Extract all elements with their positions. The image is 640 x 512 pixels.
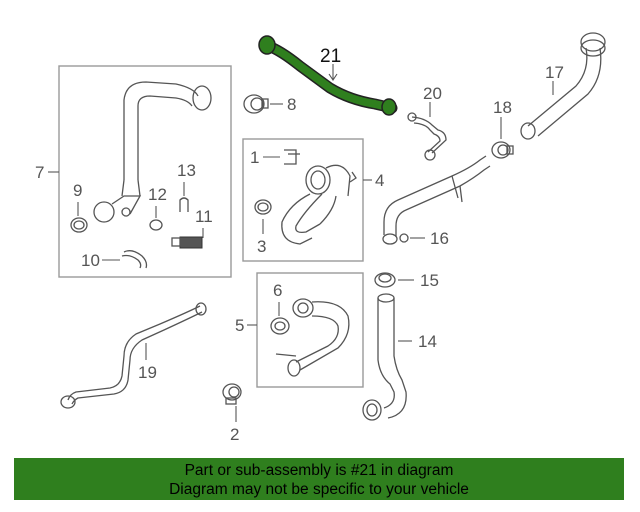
callout-7[interactable]: 7 <box>35 163 44 182</box>
part-17-hose[interactable] <box>520 32 606 140</box>
callout-21[interactable]: 21 <box>320 46 341 67</box>
part-10-hose-clip[interactable] <box>121 250 148 269</box>
group-box-5 <box>256 272 364 388</box>
part-21-hose[interactable] <box>258 35 398 116</box>
part-12-seal[interactable] <box>149 219 163 231</box>
info-banner: Part or sub-assembly is #21 in diagram D… <box>14 458 624 500</box>
callout-8[interactable]: 8 <box>287 95 296 114</box>
callout-3[interactable]: 3 <box>257 237 266 256</box>
part-15-clamp[interactable] <box>374 272 396 288</box>
part-3-o-ring[interactable] <box>254 199 272 215</box>
callout-19[interactable]: 19 <box>138 363 157 382</box>
callout-16[interactable]: 16 <box>430 229 449 248</box>
part-16-pipe[interactable] <box>382 155 491 245</box>
group-box-7 <box>58 65 232 278</box>
part-13-clip[interactable] <box>179 197 189 212</box>
callout-17[interactable]: 17 <box>545 63 564 82</box>
callout-5[interactable]: 5 <box>235 316 244 335</box>
callout-14[interactable]: 14 <box>418 332 437 351</box>
callout-13[interactable]: 13 <box>177 161 196 180</box>
part-14-hose[interactable] <box>362 293 407 421</box>
callout-15[interactable]: 15 <box>420 271 439 290</box>
part-20-pipe[interactable] <box>407 112 447 161</box>
callout-9[interactable]: 9 <box>73 181 82 200</box>
part-9-o-ring[interactable] <box>70 217 88 233</box>
part-1-hose[interactable] <box>281 164 357 245</box>
part-18-clamp[interactable] <box>491 141 514 159</box>
callout-20[interactable]: 20 <box>423 84 442 103</box>
callout-2[interactable]: 2 <box>230 425 239 444</box>
callout-12[interactable]: 12 <box>148 185 167 204</box>
callout-4[interactable]: 1 <box>250 148 259 167</box>
banner-line-2: Diagram may not be specific to your vehi… <box>169 481 469 498</box>
group-box-1 <box>242 138 364 262</box>
callout-6[interactable]: 6 <box>273 281 282 300</box>
part-2-clamp[interactable] <box>222 383 242 405</box>
banner-line-1: Part or sub-assembly is #21 in diagram <box>184 462 454 479</box>
part-5-hose[interactable] <box>275 298 350 377</box>
callout-10[interactable]: 10 <box>81 251 100 270</box>
callout-1[interactable]: 4 <box>375 171 384 190</box>
part-11-sensor[interactable] <box>171 236 203 249</box>
part-8-clamp[interactable] <box>243 94 269 114</box>
part-7-hose[interactable] <box>93 81 212 223</box>
part-19-pipe[interactable] <box>60 302 207 409</box>
part-6-o-ring[interactable] <box>270 317 290 335</box>
callout-18[interactable]: 18 <box>493 98 512 117</box>
callout-11[interactable]: 11 <box>195 207 213 226</box>
part-4-clip[interactable] <box>284 149 300 165</box>
